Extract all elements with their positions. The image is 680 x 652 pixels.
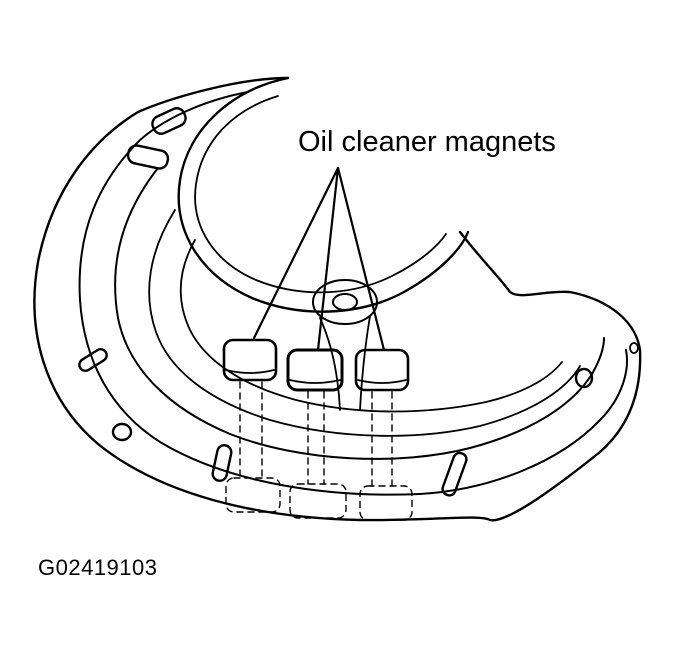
- magnet-location-3: [359, 485, 413, 521]
- magnet-location-1: [225, 477, 281, 513]
- center-hole: [332, 293, 358, 311]
- center-boss: [312, 279, 378, 325]
- figure-id: G02419103: [38, 555, 158, 580]
- magnet-1: [222, 338, 278, 382]
- magnet-3: [354, 348, 410, 392]
- bolt-hole-right: [574, 367, 594, 389]
- callout-leader-lines: [252, 166, 386, 352]
- rim-slot-3: [78, 348, 108, 372]
- bolt-hole-left: [111, 422, 133, 442]
- rim-slot-1: [151, 107, 187, 135]
- baffle-inner-ridge-2: [148, 209, 581, 437]
- magnet-location-2: [289, 483, 347, 519]
- rim-slot-4: [211, 444, 233, 482]
- crank-cutout-arc: [177, 76, 470, 313]
- baffle-inner-ridge: [114, 167, 605, 460]
- baffle-outer-outline: [33, 76, 642, 522]
- boss-rib: [319, 315, 371, 411]
- callout-label: Oil cleaner magnets: [298, 126, 556, 158]
- rim-slot-2: [126, 144, 170, 170]
- bolt-hole-far-right: [629, 342, 639, 354]
- rim-slot-5: [441, 451, 468, 497]
- magnet-projection-lines: [239, 381, 393, 487]
- crank-cutout-inner-arc: [194, 95, 447, 294]
- magnet-2: [286, 348, 344, 392]
- baffle-inner-ridge-3: [179, 239, 563, 413]
